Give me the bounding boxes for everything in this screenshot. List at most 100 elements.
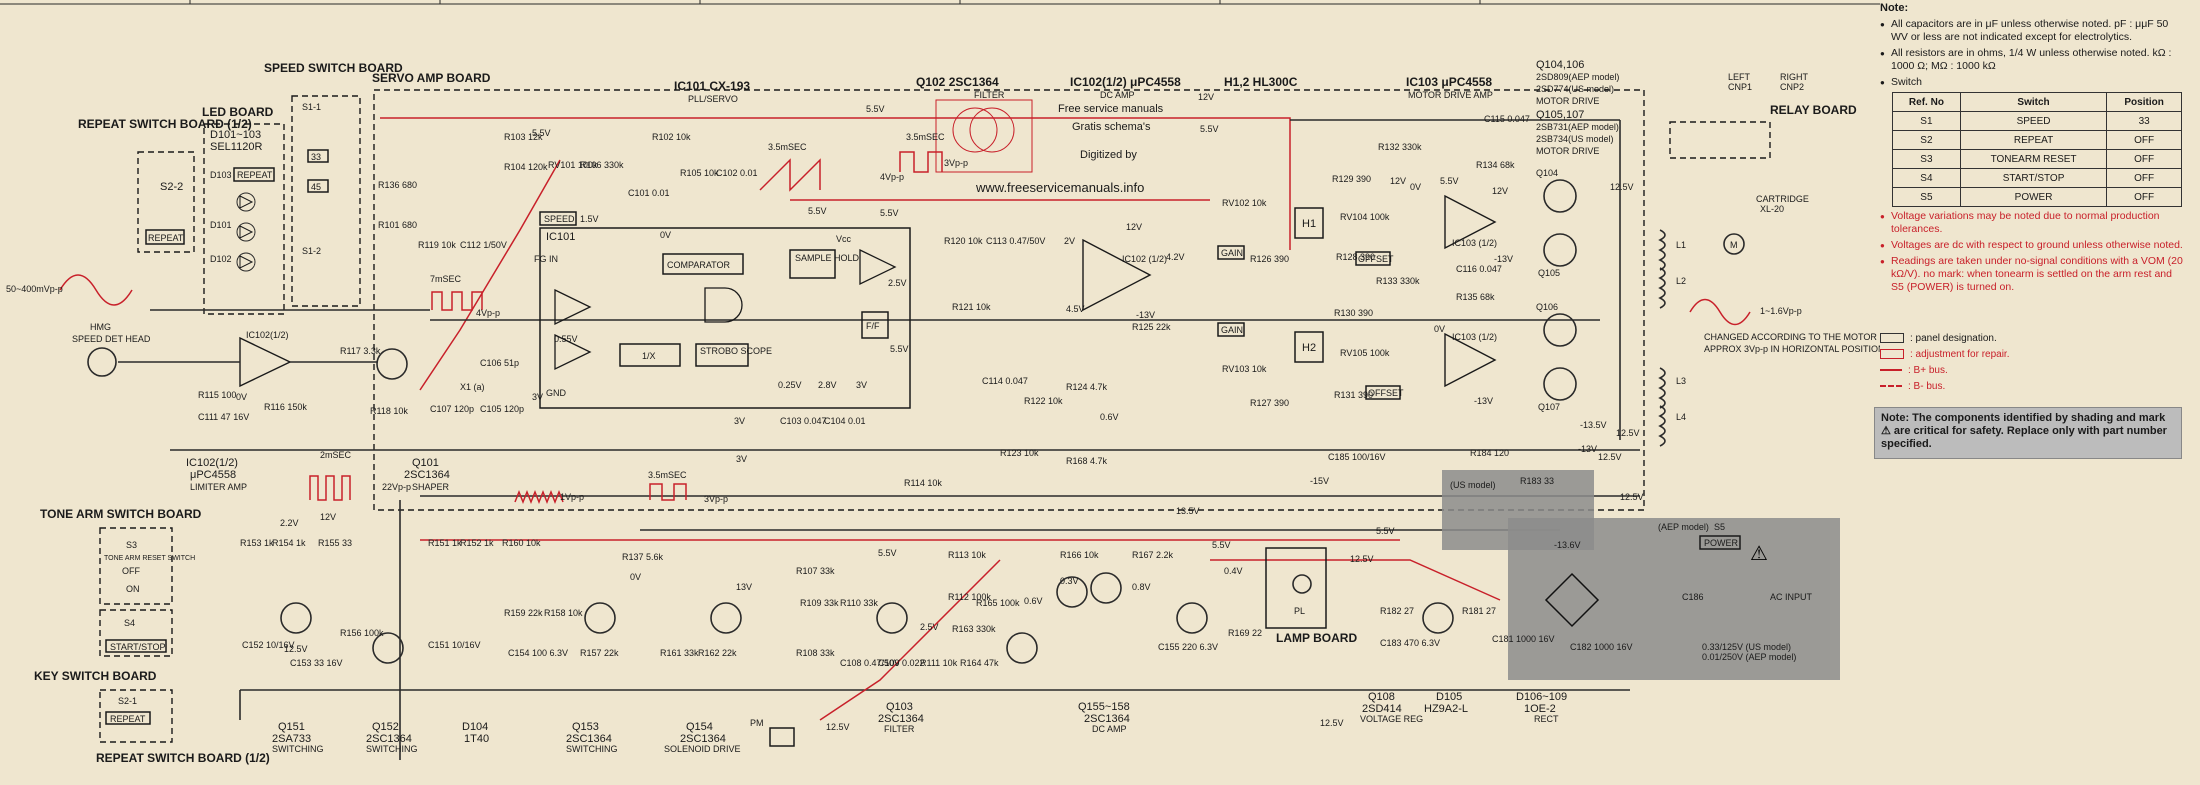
s3-desc: TONE ARM RESET SWITCH <box>104 555 195 562</box>
svg-text:5.5V: 5.5V <box>1212 540 1231 550</box>
b-plus-bus <box>380 117 1291 250</box>
q104-label: Q104 <box>1536 168 1558 178</box>
svg-text:5.5V: 5.5V <box>880 208 899 218</box>
q152-desc: SWITCHING <box>366 744 418 754</box>
critical-components-note: Note: The components identified by shadi… <box>1874 407 2182 459</box>
svg-text:R112 100k: R112 100k <box>948 592 991 602</box>
waveform-1vpp-label: 1Vp-p <box>560 492 584 502</box>
start-stop-board-box <box>99 609 173 657</box>
ic103-2-label: IC103 (1/2) <box>1452 332 1497 342</box>
svg-text:X1 (a): X1 (a) <box>460 382 485 392</box>
ff-block <box>861 311 889 339</box>
relay-board-label: RELAY BOARD <box>1770 103 1857 117</box>
q101-transistor-icon <box>376 348 408 380</box>
speed-switch-board-label: SPEED SWITCH BOARD <box>264 61 403 75</box>
svg-text:C107 120p: C107 120p <box>430 404 474 414</box>
q153-part: 2SC1364 <box>566 733 612 745</box>
svg-text:12V: 12V <box>1198 92 1214 102</box>
voltage-readings: 5.5V 5.5V 1.5V 0V 5.5V 5.5V 2.5V 5.5V 12… <box>236 92 1644 732</box>
svg-text:R159 22k: R159 22k <box>504 608 543 618</box>
svg-text:R162 22k: R162 22k <box>698 648 737 658</box>
d105-label: D105 <box>1436 691 1462 703</box>
waveform-3.5msec-b <box>649 483 687 501</box>
rectifier-bridge-icon <box>1544 572 1600 628</box>
q101-part: 2SC1364 <box>404 469 450 481</box>
svg-text:5.5V: 5.5V <box>1376 526 1395 536</box>
pm-box <box>769 727 795 747</box>
key-switch-board-box <box>99 689 173 743</box>
svg-text:C101 0.01: C101 0.01 <box>628 188 670 198</box>
q154-part: 2SC1364 <box>680 733 726 745</box>
svg-text:12.5V: 12.5V <box>826 722 850 732</box>
d106-109-desc: RECT <box>1534 714 1559 724</box>
ic101-desc: PLL/SERVO <box>688 94 738 104</box>
svg-text:C111 47 16V: C111 47 16V <box>198 412 249 422</box>
svg-text:0.3V: 0.3V <box>1060 576 1079 586</box>
svg-text:R131 390: R131 390 <box>1334 390 1373 400</box>
legend-adjust-item: : adjustment for repair. <box>1880 348 2185 361</box>
ic102-unit-label: IC102 (1/2) <box>1122 254 1167 264</box>
cnp2-label: CNP2 <box>1780 82 1804 92</box>
svg-text:R113 10k: R113 10k <box>948 550 986 560</box>
svg-text:-13.5V: -13.5V <box>1580 420 1607 430</box>
svg-text:R181 27: R181 27 <box>1462 606 1496 616</box>
svg-text:R154 1k: R154 1k <box>272 538 306 548</box>
svg-text:R169 22: R169 22 <box>1228 628 1262 638</box>
svg-text:3V: 3V <box>856 380 867 390</box>
l2-label: L2 <box>1676 276 1686 286</box>
motor-icon <box>1723 233 1745 255</box>
svg-text:13V: 13V <box>736 582 752 592</box>
start-stop-panel-box <box>105 639 167 653</box>
lamp-board-box <box>1265 547 1327 629</box>
ic102-limiter-part: μPC4558 <box>190 469 236 481</box>
switch-table: Ref. No Switch Position S1 SPEED 33 S2 R… <box>1892 92 2182 207</box>
svg-text:R134 68k: R134 68k <box>1476 160 1515 170</box>
svg-text:13.5V: 13.5V <box>1176 506 1200 516</box>
svg-text:C185 100/16V: C185 100/16V <box>1328 452 1386 462</box>
svg-text:R129 390: R129 390 <box>1332 174 1371 184</box>
aep-model-label: (AEP model) <box>1658 522 1709 532</box>
repeat-key-label: REPEAT <box>110 714 146 724</box>
power-panel-box <box>1699 535 1741 550</box>
waveform-1vpp <box>514 489 564 505</box>
svg-text:C114 0.047: C114 0.047 <box>982 376 1028 386</box>
q105-part: Q105,107 <box>1536 109 1584 121</box>
q101-desc: SHAPER <box>412 482 450 492</box>
relay-board-box <box>1669 121 1771 159</box>
d106-109-part: 1OE-2 <box>1524 703 1556 715</box>
hmg-label: HMG <box>90 322 111 332</box>
q106-label: Q106 <box>1536 302 1558 312</box>
notes-panel: Note: All capacitors are in μF unless ot… <box>1872 0 2192 785</box>
svg-text:C154 100 6.3V: C154 100 6.3V <box>508 648 568 658</box>
svg-text:0V: 0V <box>630 572 641 582</box>
ic102-limiter-desc: LIMITER AMP <box>190 482 247 492</box>
servo-amp-board-label: SERVO AMP BOARD <box>372 71 491 85</box>
svg-text:-13V: -13V <box>1578 444 1597 454</box>
svg-text:0.6V: 0.6V <box>1024 596 1043 606</box>
q152-label: Q152 <box>372 721 399 733</box>
svg-text:RV103 10k: RV103 10k <box>1222 364 1267 374</box>
s4-label: S4 <box>124 618 135 628</box>
gain2-tag-label: GAIN <box>1221 325 1243 335</box>
divider-block <box>619 343 681 367</box>
input-waveform <box>59 274 133 306</box>
q104-part: Q104,106 <box>1536 59 1584 71</box>
svg-text:R136 680: R136 680 <box>378 180 417 190</box>
svg-text:C152 10/16V: C152 10/16V <box>242 640 295 650</box>
ic102-part: IC102(1/2) μPC4558 <box>1070 75 1181 89</box>
svg-text:12.5V: 12.5V <box>1616 428 1640 438</box>
speed-45-box <box>307 179 329 193</box>
speed-33-box <box>307 149 329 163</box>
svg-text:C116 0.047: C116 0.047 <box>1456 264 1502 274</box>
sel1120r-label: SEL1120R <box>210 141 262 153</box>
svg-text:5.5V: 5.5V <box>1440 176 1459 186</box>
q104-us: 2SD774(US model) <box>1536 84 1614 94</box>
svg-text:R105 10k: R105 10k <box>680 168 719 178</box>
motor-load-waveform <box>1689 298 1751 326</box>
notes-list: All capacitors are in μF unless otherwis… <box>1880 18 2185 92</box>
q101-label: Q101 <box>412 457 439 469</box>
gnd-label: GND <box>546 388 567 398</box>
cartridge-part: XL-20 <box>1760 204 1784 214</box>
fg-in-label: FG IN <box>534 254 558 264</box>
svg-text:C112 1/50V: C112 1/50V <box>460 240 507 250</box>
